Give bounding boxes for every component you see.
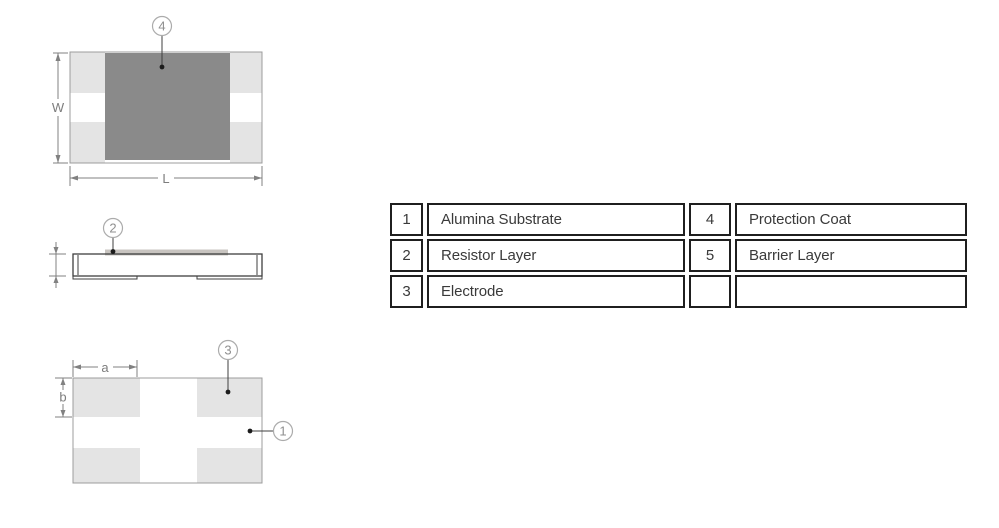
legend-num-cell: 4	[689, 203, 731, 236]
callout-number: 4	[158, 19, 165, 34]
electrode-pad	[73, 378, 140, 417]
electrode-pad	[197, 378, 262, 417]
legend-label-cell	[735, 275, 967, 308]
legend-table: 1 Alumina Substrate 4 Protection Coat 2 …	[390, 203, 967, 308]
legend-num-cell: 2	[390, 239, 423, 272]
callout-electrode: 3	[217, 339, 239, 395]
length-dimension: L	[69, 166, 263, 186]
electrode-pad	[230, 52, 262, 93]
bottom-view-drawing: a b 3 1	[55, 339, 294, 484]
dim-label-b: b	[59, 390, 66, 405]
legend-label-cell: Barrier Layer	[735, 239, 967, 272]
callout-circle-icon	[151, 15, 173, 37]
dim-label-l: L	[162, 171, 169, 186]
side-view-drawing: 2	[49, 217, 263, 288]
resistor-layer-strip	[105, 249, 228, 256]
leader-dot	[225, 389, 231, 395]
legend-label-cell: Electrode	[427, 275, 685, 308]
callout-circle-icon	[217, 339, 239, 361]
legend-num-cell: 3	[390, 275, 423, 308]
callout-number: 1	[279, 424, 286, 439]
callout-circle-icon	[102, 217, 124, 239]
callout-circle-icon	[272, 420, 294, 442]
legend-num-cell: 1	[390, 203, 423, 236]
top-view-drawing: W L 4	[52, 15, 263, 186]
protection-coat-area	[105, 53, 230, 160]
dim-label-a: a	[101, 360, 109, 375]
callout-resistor-layer: 2	[102, 217, 124, 254]
callout-alumina-substrate: 1	[247, 420, 294, 442]
dimension-a: a	[72, 360, 138, 377]
thickness-dimension	[49, 242, 66, 288]
leader-dot	[110, 249, 116, 254]
legend-num-cell: 5	[689, 239, 731, 272]
bottom-electrode-left	[72, 275, 138, 280]
callout-protection-coat: 4	[151, 15, 173, 70]
legend-label-cell: Alumina Substrate	[427, 203, 685, 236]
electrode-pad	[70, 52, 105, 93]
callout-number: 3	[224, 343, 231, 358]
leader-dot	[159, 64, 165, 70]
width-dimension: W	[52, 52, 68, 164]
electrode-pad	[73, 448, 140, 483]
leader-dot	[247, 428, 253, 434]
chip-outline	[69, 51, 263, 164]
legend-num-cell	[689, 275, 731, 308]
substrate-body	[72, 253, 263, 277]
electrode-pad	[70, 122, 105, 163]
dim-label-w: W	[52, 100, 65, 115]
electrode-pad	[197, 448, 262, 483]
bottom-electrode-right	[196, 275, 263, 280]
dimension-b: b	[55, 377, 72, 418]
callout-number: 2	[109, 221, 116, 236]
legend-label-cell: Resistor Layer	[427, 239, 685, 272]
legend-label-cell: Protection Coat	[735, 203, 967, 236]
electrode-pad	[230, 122, 262, 163]
